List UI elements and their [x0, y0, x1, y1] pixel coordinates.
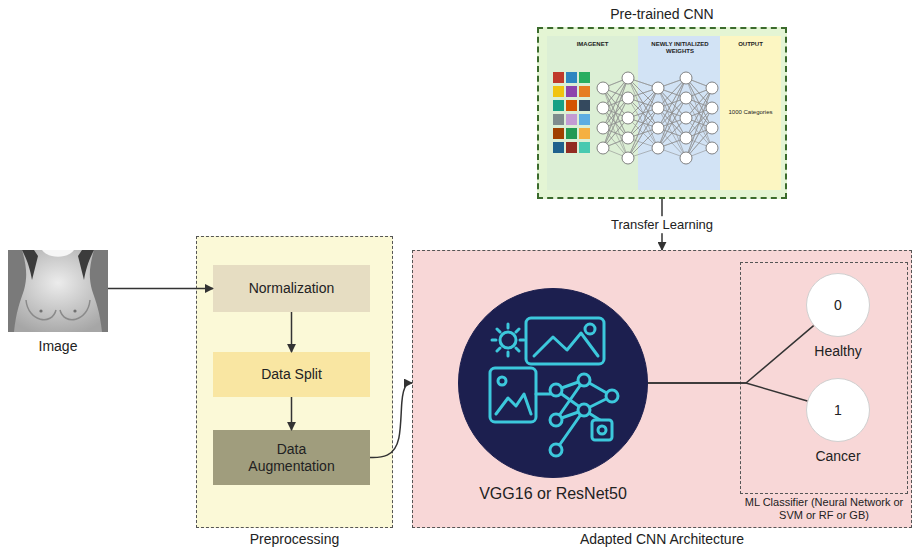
label-holder: Data Split	[213, 352, 370, 397]
thermal-side	[8, 250, 26, 332]
label-holder: Cancer	[806, 448, 870, 465]
circle-shape	[459, 289, 648, 478]
label-holder: Adapted CNN Architecture	[412, 531, 912, 548]
thermal-shadow	[78, 250, 94, 280]
circle-outline	[458, 288, 648, 478]
class-circle: 1Cancer	[806, 378, 870, 442]
pretrained-panel: IMAGENET NEWLY INITIALIZED WEIGHTS OUTPUT 1…	[537, 27, 787, 199]
node-text: Normalization	[249, 280, 335, 297]
label-holder: 0	[806, 273, 870, 337]
thermal-image	[8, 250, 108, 332]
node-text: Data Split	[261, 366, 322, 383]
label-holder: Pre-trained CNN	[537, 6, 787, 23]
input-image: Image	[8, 250, 108, 332]
node-text: ML Classifier (Neural Network or SVM or …	[735, 496, 913, 522]
cnn-circle: VGG16 or ResNet50	[458, 288, 648, 478]
node-text: 0	[834, 297, 842, 314]
node-text: NEWLY INITIALIZED WEIGHTS	[641, 41, 719, 55]
thermal-shadow	[22, 250, 38, 280]
label-holder: Preprocessing	[196, 531, 393, 548]
node-text: Healthy	[806, 343, 870, 360]
edge-label: Transfer Learning	[607, 216, 717, 234]
column-band: IMAGENET	[547, 36, 638, 190]
architecture-panel: VGG16 or ResNet500Healthy1CancerML Class…	[412, 250, 912, 528]
label-holder: 1	[806, 378, 870, 442]
node-text: VGG16 or ResNet50	[458, 484, 648, 503]
circle-shape	[807, 274, 870, 337]
label-holder: ML Classifier (Neural Network or SVM or …	[735, 496, 913, 522]
thermal-side	[90, 250, 108, 332]
node-text: Image	[8, 338, 108, 355]
thermal-background	[8, 250, 108, 332]
process-box: Normalization	[213, 265, 370, 312]
preprocessing-panel: NormalizationData SplitData Augmentation…	[196, 236, 393, 528]
node-text: Adapted CNN Architecture	[412, 531, 912, 548]
node-text: Data Augmentation	[237, 441, 347, 475]
thermal-contour	[60, 300, 90, 320]
label-holder: Normalization	[213, 265, 370, 312]
circle-shape	[807, 379, 870, 442]
label-holder: Image	[8, 338, 108, 355]
thermal-contour	[26, 300, 56, 320]
process-box: Data Augmentation	[213, 430, 370, 485]
thermal-dot	[39, 309, 42, 312]
label-holder: IMAGENET	[547, 41, 638, 48]
label-holder: OUTPUT	[720, 41, 780, 48]
node-text: Preprocessing	[196, 531, 393, 548]
node-text: Pre-trained CNN	[537, 6, 787, 23]
process-box: Data Split	[213, 352, 370, 397]
label-holder: 1000 Categories	[720, 36, 780, 190]
classifier-box: 0Healthy1CancerML Classifier (Neural Net…	[740, 262, 908, 494]
label-holder: NEWLY INITIALIZED WEIGHTS	[638, 41, 722, 55]
node-text: Cancer	[806, 448, 870, 465]
label-holder: Healthy	[806, 343, 870, 360]
node-text: IMAGENET	[550, 41, 635, 48]
label-holder: VGG16 or ResNet50	[458, 484, 648, 503]
node-text: OUTPUT	[723, 41, 777, 48]
label-holder: Transfer Learning	[607, 216, 717, 234]
thermal-dot	[73, 309, 76, 312]
column-band: OUTPUT 1000 Categories	[720, 36, 780, 190]
thermal-neck	[42, 250, 74, 257]
node-text: 1	[834, 402, 842, 419]
label-holder: Data Augmentation	[213, 430, 370, 485]
column-band: NEWLY INITIALIZED WEIGHTS	[638, 36, 722, 190]
node-text: 1000 Categories	[728, 109, 772, 116]
class-circle: 0Healthy	[806, 273, 870, 337]
